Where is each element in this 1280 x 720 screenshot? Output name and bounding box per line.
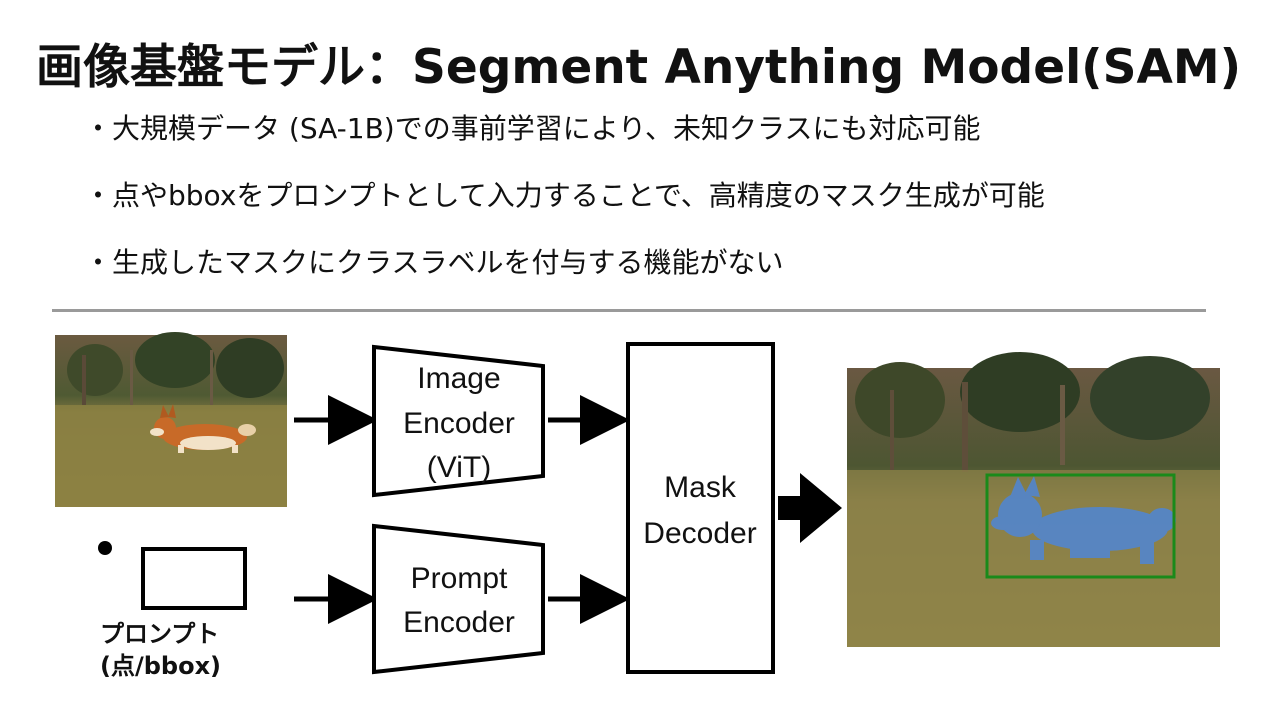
image-encoder-label-3: (ViT) [427, 451, 491, 484]
mask-decoder-block: Mask Decoder [626, 342, 775, 674]
prompt-caption-line-1: プロンプト [100, 620, 220, 648]
input-image [55, 332, 287, 507]
input-image-corgi [150, 404, 256, 453]
prompt-caption: プロンプト (点/bbox) [100, 618, 221, 682]
bullet-list: ・大規模データ (SA-1B)での事前学習により、未知クラスにも対応可能 ・点や… [84, 112, 1045, 313]
bullet-item-prompt-input: ・点やbboxをプロンプトとして入力することで、高精度のマスク生成が可能 [84, 179, 1045, 212]
output-image [847, 352, 1220, 647]
prompt-encoder-block: Prompt Encoder [372, 523, 545, 675]
slide-title: 画像基盤モデル：Segment Anything Model(SAM) [36, 40, 1242, 95]
bullet-item-no-class-label: ・生成したマスクにクラスラベルを付与する機能がない [84, 246, 784, 279]
output-mask-overlay [991, 476, 1176, 564]
prompt-bbox-icon [141, 547, 247, 610]
image-encoder-block: Image Encoder (ViT) [372, 344, 545, 498]
image-encoder-label-2: Encoder [403, 407, 515, 440]
input-image-trees [67, 332, 284, 405]
mask-decoder-label-2: Decoder [643, 517, 756, 550]
output-bbox-outline [985, 473, 1176, 579]
output-image-trees [855, 352, 1210, 472]
prompt-encoder-label-1: Prompt [411, 562, 508, 595]
section-divider [52, 309, 1206, 312]
prompt-point-icon [98, 541, 112, 555]
image-encoder-label-1: Image [417, 362, 500, 395]
bullet-item-pretraining: ・大規模データ (SA-1B)での事前学習により、未知クラスにも対応可能 [84, 112, 981, 145]
mask-decoder-label-1: Mask [664, 471, 737, 504]
prompt-encoder-label-2: Encoder [403, 606, 515, 639]
arrow-decoder-to-output [778, 473, 842, 543]
prompt-caption-line-2: (点/bbox) [100, 652, 222, 680]
